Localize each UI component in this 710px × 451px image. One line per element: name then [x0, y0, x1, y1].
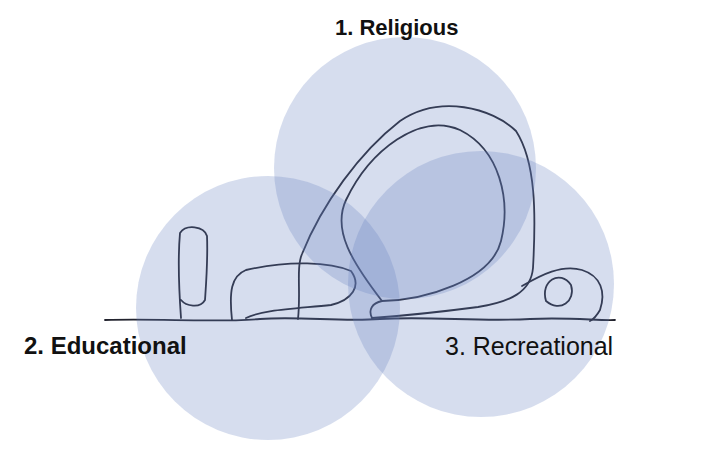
circle-fill: [348, 151, 614, 417]
circle-outline: [348, 151, 614, 417]
circle-label: 3. Recreational: [445, 333, 613, 361]
venn-circle: 3. Recreational: [348, 151, 614, 417]
circle-label: 1. Religious: [335, 16, 458, 40]
circle-label: 2. Educational: [24, 333, 187, 359]
